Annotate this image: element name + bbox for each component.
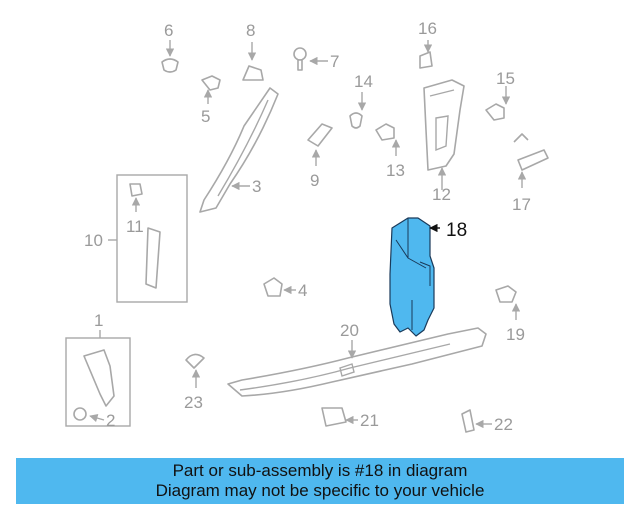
label-22: 22 <box>494 415 513 434</box>
part-6-clip: 6 <box>161 21 179 73</box>
info-banner: Part or sub-assembly is #18 in diagram D… <box>16 458 624 504</box>
label-16: 16 <box>418 19 437 38</box>
part-17-emblem: 17 <box>512 133 549 214</box>
label-1: 1 <box>94 311 103 330</box>
label-23: 23 <box>184 393 203 412</box>
label-19: 19 <box>506 325 525 344</box>
part-13-bolt: 13 <box>375 123 405 180</box>
label-2: 2 <box>106 411 115 430</box>
label-9: 9 <box>310 171 319 190</box>
part-4-clip: 4 <box>263 277 307 300</box>
part-8-bracket: 8 <box>242 21 264 81</box>
label-4: 4 <box>298 281 307 300</box>
banner-line-1: Part or sub-assembly is #18 in diagram <box>172 461 468 480</box>
part-7-screw: 7 <box>293 47 339 71</box>
label-3: 3 <box>252 177 261 196</box>
label-15: 15 <box>496 69 515 88</box>
part-19-bolt: 19 <box>495 285 525 344</box>
part-18-lower-trim: 18 <box>389 217 467 337</box>
part-23-pin: 23 <box>184 353 205 412</box>
part-3-pillar-trim: 3 <box>199 87 279 213</box>
label-5: 5 <box>201 107 210 126</box>
label-11: 11 <box>126 217 144 236</box>
part-1-box: 1 2 <box>65 311 131 430</box>
part-14-screw: 14 <box>349 72 373 129</box>
part-22-clip: 22 <box>461 409 513 434</box>
part-20-sill-plate: 20 <box>227 321 487 397</box>
part-21-clip: 21 <box>321 407 379 430</box>
part-5-bolt: 5 <box>201 75 221 126</box>
label-7: 7 <box>330 52 339 71</box>
label-13: 13 <box>386 161 405 180</box>
part-9-pad: 9 <box>307 123 333 190</box>
banner-line-2: Diagram may not be specific to your vehi… <box>155 481 485 500</box>
label-14: 14 <box>354 72 373 91</box>
part-16-clip: 16 <box>418 19 437 69</box>
label-10: 10 <box>84 231 103 250</box>
part-10-box: 10 11 <box>84 174 188 303</box>
parts-diagram: 6 8 7 5 3 10 11 9 <box>65 19 549 434</box>
part-12-upper-trim: 12 <box>423 79 465 204</box>
label-21: 21 <box>360 411 379 430</box>
label-18: 18 <box>446 220 467 241</box>
label-8: 8 <box>246 21 255 40</box>
label-20: 20 <box>340 321 359 340</box>
part-15-screw: 15 <box>485 69 515 121</box>
label-17: 17 <box>512 195 531 214</box>
label-6: 6 <box>164 21 173 40</box>
label-12: 12 <box>432 185 451 204</box>
